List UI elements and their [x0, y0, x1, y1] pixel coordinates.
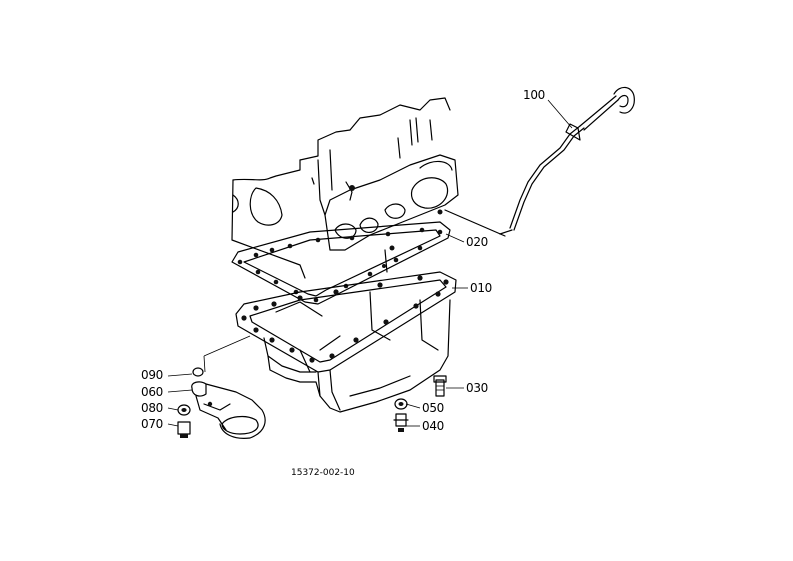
callout-030: 030 [466, 381, 489, 395]
callout-100: 100 [523, 88, 546, 102]
dipstick [444, 86, 635, 237]
callout-070: 070 [141, 417, 164, 431]
oil-pan [235, 271, 457, 413]
callout-010: 010 [470, 281, 493, 295]
callout-090: 090 [141, 368, 164, 382]
callout-040: 040 [422, 419, 445, 433]
callout-060: 060 [141, 385, 164, 399]
oil-strainer [177, 335, 266, 439]
callout-080: 080 [141, 401, 164, 415]
callout-020: 020 [466, 235, 489, 249]
drain-plug [393, 398, 409, 432]
oil-pan-gasket [231, 221, 451, 305]
figure-number: 15372-002-10 [291, 468, 355, 478]
engine-block [231, 97, 459, 279]
leader-lines [167, 99, 573, 427]
oil-pan-bolt [433, 375, 447, 397]
callout-050: 050 [422, 401, 445, 415]
